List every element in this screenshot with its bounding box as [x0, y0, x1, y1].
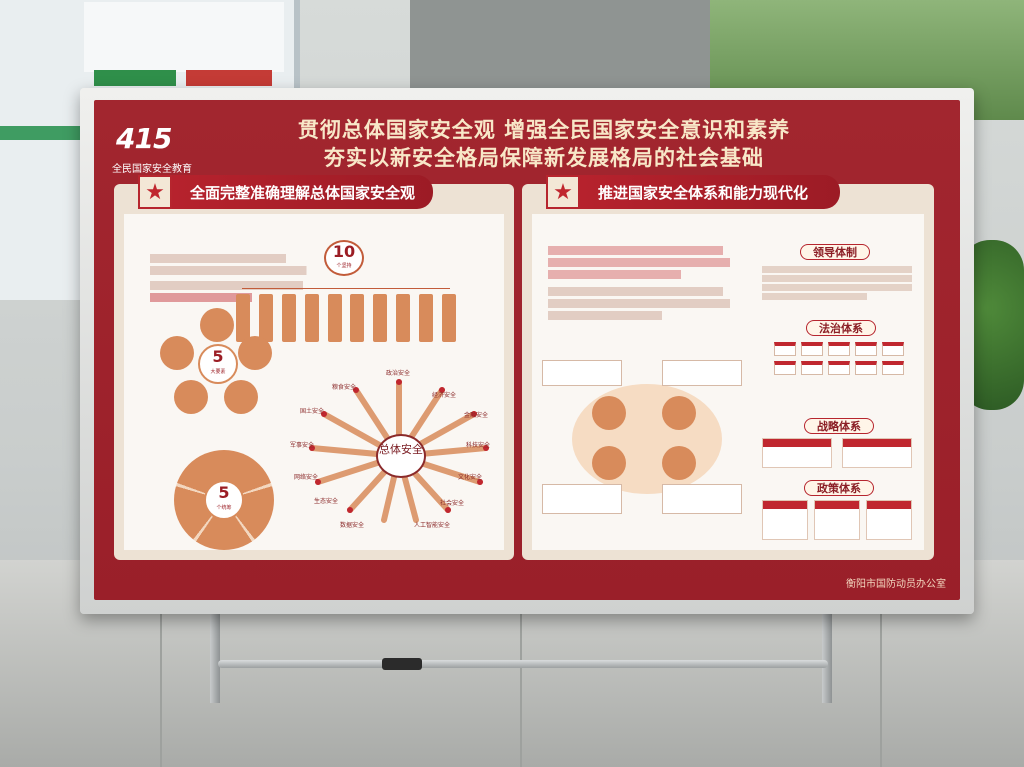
flow-text-box — [542, 484, 622, 514]
logo-number: 415 — [116, 122, 172, 155]
ten-subtitle: 个坚持 — [336, 263, 352, 269]
board-title-line2: 夯实以新安全格局保障新发展格局的社会基础 — [324, 145, 764, 170]
five-elements-center: 5 大要素 — [198, 344, 238, 384]
board-title-line1: 贯彻总体国家安全观 增强全民国家安全意识和素养 — [297, 117, 791, 142]
ray-label: 经济安全 — [432, 392, 457, 399]
law-cards-grid — [774, 342, 904, 375]
ray-label: 网络安全 — [294, 474, 319, 481]
logo-text: 全民国家安全教育 — [112, 164, 192, 175]
policy-card — [762, 500, 808, 540]
right-panel-heading: 推进国家安全体系和能力现代化 — [580, 175, 841, 209]
five2-subtitle: 个统筹 — [216, 505, 232, 511]
ray-label: 政治安全 — [386, 370, 411, 377]
flow-node — [662, 446, 696, 480]
display-board: 415 全民国家安全教育 贯彻总体国家安全观 增强全民国家安全意识和素养 夯实以… — [94, 100, 960, 600]
stand-leg-right — [822, 608, 832, 703]
organization-name: 衡阳市国防动员办公室 — [846, 579, 946, 590]
five-subtitle: 大要素 — [210, 369, 226, 375]
five2-number: 5 — [218, 483, 230, 502]
flow-text-box — [662, 360, 742, 386]
leadership-text — [762, 266, 912, 300]
flow-node — [592, 446, 626, 480]
element-circle — [200, 308, 234, 342]
right-panel-header: ★ 推进国家安全体系和能力现代化 — [546, 174, 841, 210]
overall-security-center: 总体安全 — [376, 434, 426, 478]
hazardous-waste-label — [186, 70, 272, 86]
flow-node — [662, 396, 696, 430]
strategy-card — [762, 438, 832, 468]
five-number: 5 — [212, 347, 224, 366]
section-tag-leadership: 领导体制 — [800, 244, 870, 260]
right-intro-text — [548, 246, 738, 320]
green-strip — [0, 126, 80, 140]
floor-seam — [160, 560, 162, 767]
ray-label: 数据安全 — [340, 522, 365, 529]
ten-adherences-badge: 10 个坚持 — [324, 240, 364, 276]
flow-diagram-background — [572, 384, 722, 494]
left-panel-heading: 全面完整准确理解总体国家安全观 — [172, 175, 434, 209]
section-tag-rule-of-law: 法治体系 — [806, 320, 876, 336]
ray-label: 人工智能安全 — [414, 522, 451, 529]
ray-label: 国土安全 — [300, 408, 325, 415]
display-board-frame: 415 全民国家安全教育 贯彻总体国家安全观 增强全民国家安全意识和素养 夯实以… — [80, 88, 974, 614]
ten-number: 10 — [332, 242, 356, 261]
element-circle — [174, 380, 208, 414]
kitchen-waste-label — [94, 70, 176, 86]
right-panel: ★ 推进国家安全体系和能力现代化 领导体制 — [522, 175, 934, 560]
415-logo: 415 全民国家安全教育 — [112, 116, 192, 176]
ray-label: 金融安全 — [464, 412, 489, 419]
five-coordinations-center: 5 个统筹 — [204, 480, 244, 520]
ray-label: 粮食安全 — [332, 384, 357, 391]
floor-seam — [880, 560, 882, 767]
policy-card — [814, 500, 860, 540]
stand-crossbar — [218, 660, 828, 668]
background-pillar — [410, 0, 710, 92]
flow-text-box — [662, 484, 742, 514]
star-icon: ★ — [546, 175, 580, 209]
ray-label: 文化安全 — [458, 474, 483, 481]
ray-label: 生态安全 — [314, 498, 339, 505]
ray-label: 社会安全 — [440, 500, 465, 507]
recycling-icons — [84, 2, 284, 72]
element-circle — [160, 336, 194, 370]
ray-label: 军事安全 — [290, 442, 315, 449]
policy-card — [866, 500, 912, 540]
element-circle — [238, 336, 272, 370]
flow-text-box — [542, 360, 622, 386]
ray-label: 科技安全 — [466, 442, 491, 449]
star-icon: ★ — [138, 175, 172, 209]
ten-adherences-bars — [236, 294, 456, 342]
stand-clip — [382, 658, 422, 670]
left-panel: ★ 全面完整准确理解总体国家安全观 10 个坚持 — [114, 175, 514, 560]
section-tag-policy: 政策体系 — [804, 480, 874, 496]
left-intro-text — [150, 254, 320, 302]
element-circle — [224, 380, 258, 414]
flow-node — [592, 396, 626, 430]
ten-connector — [242, 288, 450, 289]
stand-leg-left — [210, 608, 220, 703]
section-tag-strategy: 战略体系 — [804, 418, 874, 434]
strategy-card — [842, 438, 912, 468]
left-panel-header: ★ 全面完整准确理解总体国家安全观 — [138, 174, 434, 210]
